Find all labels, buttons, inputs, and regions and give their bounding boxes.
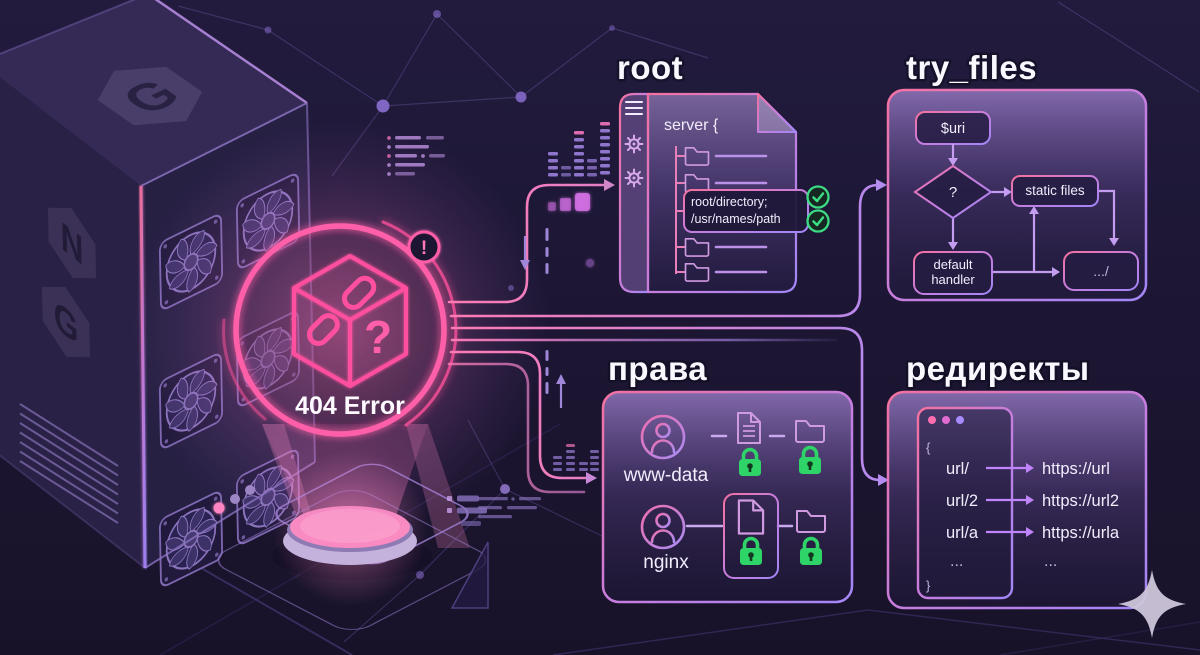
server-block-label: server { [664,117,719,134]
equalizer-decoration [548,122,610,471]
window-dot-icon [956,416,964,424]
close-brace: } [926,578,931,593]
document-fold-corner [757,93,797,133]
hologram-outer-arc-left [222,318,267,421]
redirect-to: https://urla [1042,524,1120,542]
default-handler-line1: default [933,257,972,272]
check-icon [806,209,830,233]
redirect-rows: url/ url/2 url/a ... https://url https:/… [946,460,1120,570]
redirect-from: url/2 [946,492,978,510]
open-brace: { [926,440,931,455]
redirect-from: url/ [946,460,969,478]
fallback-label: .../ [1093,263,1109,279]
root-title: root [617,49,683,86]
redirect-to: https://url [1042,460,1110,478]
wire-parallel [447,362,586,494]
nginx-logo-top: G [97,66,203,126]
default-handler-node [913,251,993,295]
wire-to-redirects [450,326,882,482]
panel-tryfiles: try_files $uri ? static files default ha… [886,47,1148,302]
flow-arrows [948,144,1119,277]
nginx-logo-n: N [47,207,97,279]
window-dot-icon [942,416,950,424]
user1-label: www-data [623,465,709,486]
tower-top-face [0,0,307,186]
static-files-node [1011,175,1099,207]
user2-label: nginx [643,552,689,573]
alert-exclamation-icon: ! [421,238,427,259]
panel-permissions: права www-data nginx [601,348,854,604]
config-tree [675,146,686,274]
config-sidebar [618,92,650,294]
connector-wires [447,179,889,494]
browser-window [916,406,1014,600]
panel-redirects: редиректы { } url/ url/2 url/a ... https… [886,348,1148,610]
alert-badge: ! [407,230,441,264]
broken-chain-icon [306,275,377,347]
tower-left-face [0,77,145,568]
wire-to-tryfiles [449,183,880,318]
redirect-to-ellipsis: ... [1044,553,1057,570]
gear-icon [624,134,644,154]
condition-diamond [913,164,993,220]
wire-to-root [447,183,606,304]
constellation-decoration [177,1,1200,643]
misc-floor-decoration [447,495,489,609]
root-directive-line2: /usr/names/path [691,212,781,226]
static-files-label: static files [1025,183,1085,198]
menu-icon [625,101,643,115]
error-label: 404 Error [295,392,405,420]
permissions-title: права [608,350,707,387]
redirect-to: https://url2 [1042,492,1119,510]
tower-letter-n: N [60,213,84,275]
dashed-connectors [520,228,566,408]
panel-root: root server { root/directory; /usr/names… [615,47,830,294]
fallback-node [1063,251,1139,291]
tower-vents [19,403,119,524]
hologram-404: ? ! 404 Error [130,120,550,540]
sparkle-icon [1118,570,1186,638]
tryfiles-title: try_files [906,49,1037,86]
root-directive-line1: root/directory; [691,195,767,209]
root-directive-callout [683,189,809,233]
condition-label: ? [949,184,957,201]
broken-link-cube-icon [292,254,408,388]
redirects-title: редиректы [906,350,1090,387]
wire-to-permissions [449,350,588,480]
cube-question-mark: ? [364,311,392,363]
check-icon [806,185,830,209]
floor-triangle [450,541,489,609]
highlight-frame [723,493,779,579]
config-line-stubs [714,154,768,274]
redirect-from-ellipsis: ... [950,553,963,570]
redirect-from: url/a [946,524,979,542]
default-handler-line2: handler [931,272,975,287]
window-dot-icon [928,416,936,424]
gear-icon [624,168,644,188]
uri-label: $uri [941,121,965,137]
code-lines-decoration [387,136,541,519]
file-text-lines [743,425,755,437]
redirect-arrows [986,463,1034,537]
